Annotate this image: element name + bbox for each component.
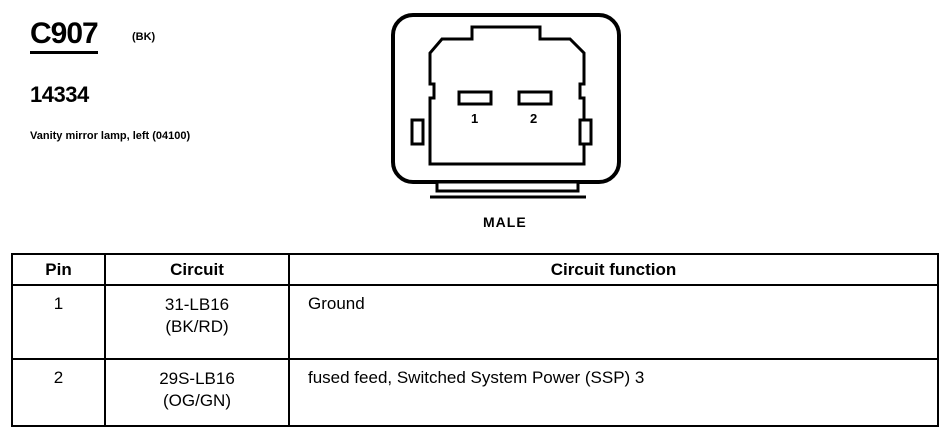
circuit-code: 29S-LB16 bbox=[159, 369, 235, 388]
table-row: 2 29S-LB16 (OG/GN) fused feed, Switched … bbox=[11, 358, 939, 427]
table-header-row: Pin Circuit Circuit function bbox=[11, 253, 939, 286]
connector-color-code: (BK) bbox=[132, 31, 156, 43]
connector-face-diagram: 1 2 bbox=[391, 13, 621, 199]
header-circuit-function: Circuit function bbox=[288, 253, 939, 286]
connector-header: C907 (BK) bbox=[30, 18, 155, 54]
circuit-cell: 29S-LB16 (OG/GN) bbox=[104, 358, 290, 427]
connector-cavity bbox=[428, 25, 586, 166]
header-pin: Pin bbox=[11, 253, 106, 286]
table-row: 1 31-LB16 (BK/RD) Ground bbox=[11, 284, 939, 360]
connector-id: C907 bbox=[30, 18, 99, 54]
part-number: 14334 bbox=[30, 82, 89, 107]
left-latch-tab bbox=[410, 118, 425, 146]
connector-gender: MALE bbox=[483, 214, 527, 230]
pin-1-label: 1 bbox=[471, 111, 478, 126]
pin-2-label: 2 bbox=[530, 111, 537, 126]
pin-cell: 2 bbox=[11, 358, 106, 427]
bottom-rail bbox=[435, 180, 580, 193]
right-latch-tab bbox=[578, 118, 593, 146]
function-cell: Ground bbox=[288, 284, 939, 360]
pinout-table: Pin Circuit Circuit function 1 31-LB16 (… bbox=[11, 253, 939, 427]
wire-color: (BK/RD) bbox=[165, 317, 229, 336]
circuit-code: 31-LB16 bbox=[164, 295, 230, 314]
header-circuit: Circuit bbox=[104, 253, 290, 286]
wire-color: (OG/GN) bbox=[163, 391, 231, 410]
function-cell: fused feed, Switched System Power (SSP) … bbox=[288, 358, 939, 427]
circuit-cell: 31-LB16 (BK/RD) bbox=[104, 284, 290, 360]
pin-2-terminal bbox=[517, 90, 553, 106]
connector-description: Vanity mirror lamp, left (04100) bbox=[30, 130, 191, 142]
pin-cell: 1 bbox=[11, 284, 106, 360]
pin-1-terminal bbox=[457, 90, 493, 106]
